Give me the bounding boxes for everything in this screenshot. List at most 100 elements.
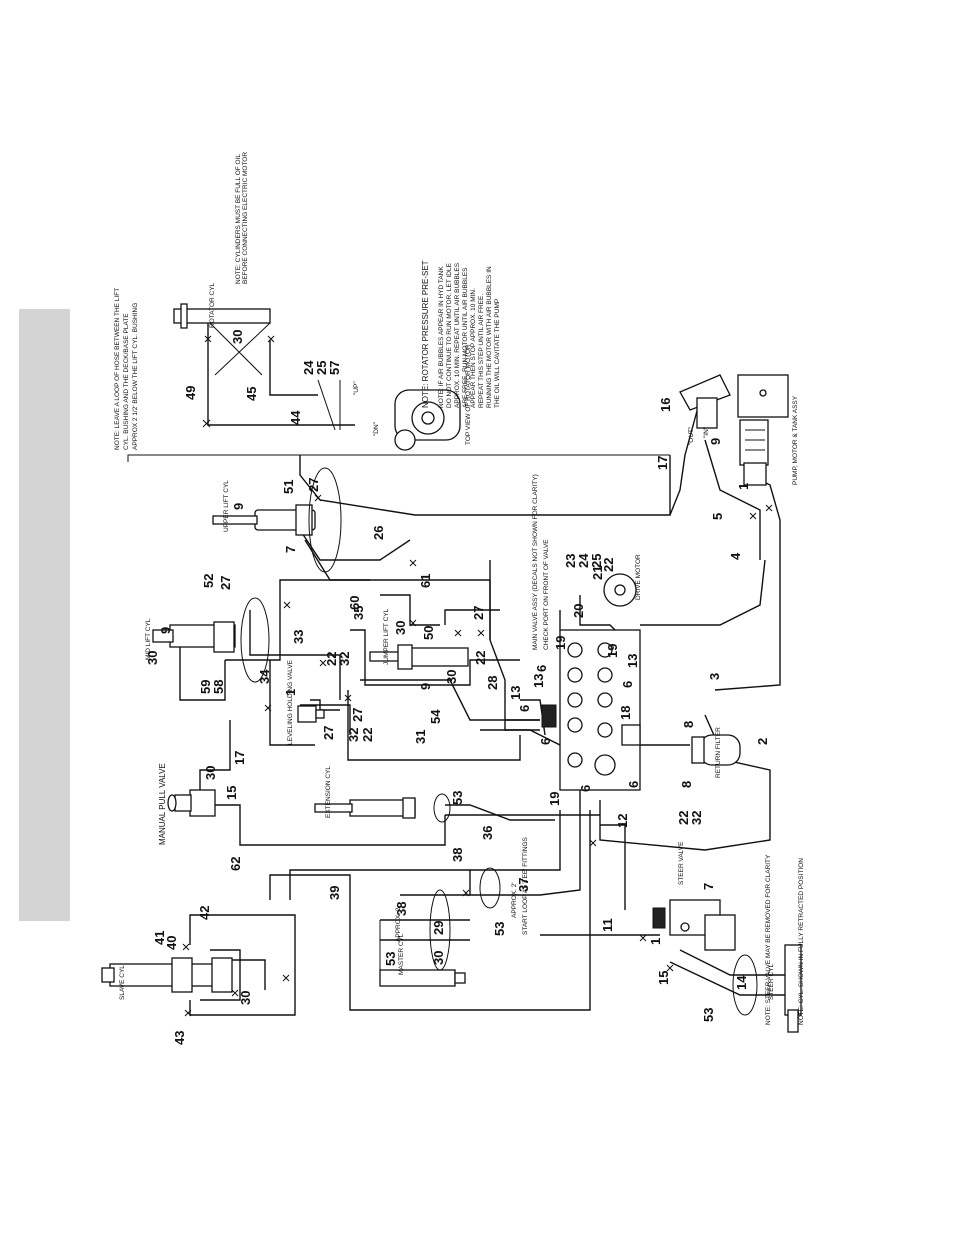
note-leave-loop-line-3: APPROX 2 1/2' BELOW THE LIFT CYL. BUSHIN…: [132, 303, 139, 450]
svg-text:39: 39: [327, 886, 342, 900]
svg-text:22: 22: [324, 652, 339, 666]
svg-text:38: 38: [394, 902, 409, 916]
svg-text:51: 51: [281, 480, 296, 494]
note-air-bubbles-line-1: NOTE: IF AIR BUBBLES APPEAR IN HYD TANK: [438, 266, 445, 408]
svg-text:44: 44: [288, 410, 303, 425]
svg-text:14: 14: [734, 975, 749, 990]
svg-text:19: 19: [547, 792, 562, 806]
note-leave-loop-line-1: NOTE: LEAVE A LOOP OF HOSE BETWEEN THE L…: [114, 288, 121, 450]
svg-text:7: 7: [283, 546, 298, 553]
svg-text:30: 30: [203, 766, 218, 780]
note-rotator-cyl-line-2: BEFORE CONNECTING ELECTRIC MOTOR: [242, 152, 249, 284]
svg-text:22: 22: [360, 728, 375, 742]
dn-label: "DN": [373, 421, 380, 436]
svg-text:19: 19: [553, 636, 568, 650]
slave-cyl-label: SLAVE CYL: [119, 965, 126, 1000]
rotator-cylinder: [173, 303, 271, 376]
svg-text:21: 21: [590, 566, 605, 580]
return-filter: [691, 734, 741, 766]
extension-cyl-label: EXTENSION CYL: [325, 766, 332, 818]
mid-lift-cyl-label: MID LIFT CYL: [145, 618, 152, 660]
svg-text:8: 8: [681, 721, 696, 728]
svg-text:59: 59: [198, 680, 213, 694]
drive-motor: [603, 573, 637, 607]
leveling-holding-valve-label: LEVELING HOLDING VALVE: [287, 659, 294, 745]
hose-cross-marks: [182, 335, 773, 1017]
svg-text:15: 15: [224, 786, 239, 800]
svg-text:17: 17: [655, 456, 670, 470]
up-label: "UP": [353, 381, 360, 395]
note-rotator-preset: NOTE: ROTATOR PRESSURE PRE-SET: [421, 260, 430, 408]
svg-text:61: 61: [418, 574, 433, 588]
svg-text:6: 6: [538, 738, 553, 745]
check-port-label: CHECK PORT ON FRONT OF VALVE: [543, 539, 550, 650]
svg-text:6: 6: [517, 705, 532, 712]
svg-text:27: 27: [471, 606, 486, 620]
approx-2-label-b: APPROX. 2': [511, 882, 518, 918]
drive-motor-label: DRIVE MOTOR: [635, 554, 642, 600]
jumper-lift-cylinder: [369, 644, 469, 670]
svg-text:27: 27: [218, 576, 233, 590]
note-air-bubbles-line-6: REPEAT THIS STEP UNTIL AIR FREE.: [478, 294, 485, 408]
svg-text:3: 3: [707, 673, 722, 680]
svg-text:13: 13: [531, 674, 546, 688]
svg-text:49: 49: [183, 386, 198, 400]
upper-lift-cylinder: [212, 467, 342, 573]
svg-text:9: 9: [708, 438, 723, 445]
note-rotator-cyl-line-1: NOTE: CYLINDERS MUST BE FULL OF OIL: [235, 154, 242, 284]
start-loop-label: START LOOP AT 'TEE' FITTINGS: [522, 836, 529, 935]
svg-text:34: 34: [257, 669, 272, 684]
rotator-motor-label: TOP VIEW OF ROTATOR MOTOR: [465, 344, 472, 445]
note-air-bubbles-line-2: DO NOT CONTINUE TO RUN MOTOR. LET IDLE: [446, 262, 453, 408]
svg-text:40: 40: [164, 936, 179, 950]
svg-text:45: 45: [244, 387, 259, 401]
manual-pull-valve-label: MANUAL PULL VALVE: [158, 763, 167, 845]
svg-text:7: 7: [701, 883, 716, 890]
svg-text:53: 53: [383, 952, 398, 966]
note-leave-loop-line-2: CYL. BUSHING AND THE DECK/BASE PLATE: [123, 313, 130, 450]
svg-text:53: 53: [450, 791, 465, 805]
svg-text:30: 30: [431, 951, 446, 965]
note-air-bubbles-line-8: THE OIL WILL CAVITATE THE PUMP: [494, 299, 501, 408]
svg-text:9: 9: [418, 683, 433, 690]
note-air-bubbles-line-5: APPEAR THEN STOP APPROX. 10 MIN.: [470, 288, 477, 408]
svg-text:22: 22: [601, 558, 616, 572]
svg-text:13: 13: [508, 686, 523, 700]
leveling-holding-valve: [297, 705, 325, 723]
svg-text:38: 38: [450, 848, 465, 862]
rotator-motor: [317, 379, 461, 451]
svg-text:60: 60: [347, 596, 362, 610]
svg-text:22: 22: [473, 651, 488, 665]
svg-text:28: 28: [485, 676, 500, 690]
steer-cylinder: [732, 944, 802, 1033]
svg-text:41: 41: [152, 931, 167, 945]
svg-text:30: 30: [393, 621, 408, 635]
manual-pull-valve: [167, 789, 216, 817]
svg-text:29: 29: [431, 921, 446, 935]
svg-text:32: 32: [346, 728, 361, 742]
svg-text:31: 31: [413, 730, 428, 744]
svg-text:24: 24: [301, 360, 316, 375]
svg-text:53: 53: [701, 1008, 716, 1022]
svg-text:42: 42: [197, 906, 212, 920]
note-steer: NOTE: STEER VALVE MAY BE REMOVED FOR CLA…: [765, 854, 772, 1025]
rotator-cyl-label: ROTATOR CYL: [209, 282, 216, 328]
svg-text:6: 6: [578, 785, 593, 792]
svg-text:53: 53: [492, 922, 507, 936]
svg-text:18: 18: [618, 706, 633, 720]
note-cyl-shown: NOTE: CYL. SHOWN IN FULLY RETRACTED POSI…: [798, 858, 805, 1025]
pump-motor-tank-label: PUMP, MOTOR & TANK ASSY: [792, 395, 799, 485]
approx-2-label-a: APPROX. 2: [395, 907, 402, 942]
return-filter-label: RETURN FILTER: [715, 727, 722, 778]
mid-lift-cylinder: [152, 597, 270, 683]
callout-numbers: 49 45 30 44 24 25 57 16 9 17 1 5 4 3 2 9…: [145, 330, 770, 1045]
svg-text:58: 58: [211, 680, 226, 694]
svg-text:37: 37: [516, 878, 531, 892]
svg-text:25: 25: [314, 361, 329, 375]
svg-text:27: 27: [321, 726, 336, 740]
steer-valve: [652, 899, 736, 951]
steer-cyl-label: STEER CYL: [768, 963, 775, 1000]
note-air-bubbles-line-4: ARE FREE. RUN MOTOR UNTIL AIR BUBBLES: [462, 267, 469, 408]
master-cylinder: [379, 867, 501, 987]
pump-motor-tank-assy: [679, 374, 789, 486]
